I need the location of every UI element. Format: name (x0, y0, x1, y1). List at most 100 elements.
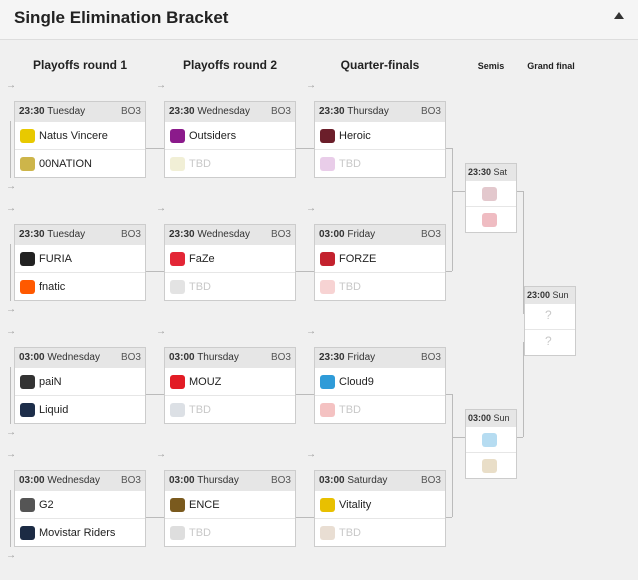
caret-up-icon[interactable] (614, 12, 624, 19)
team-logo-icon (320, 526, 335, 540)
team-logo-icon (320, 498, 335, 512)
tbd-placeholder: ? (545, 308, 552, 322)
match-time: 03:00 (468, 413, 492, 423)
arrow-right-icon: → (156, 203, 166, 214)
column-title-round1: Playoffs round 1 (32, 58, 127, 72)
semi-match-card[interactable]: 03:00 Sun (465, 409, 517, 479)
team-logo-icon (20, 157, 35, 171)
team-logo-icon (170, 403, 185, 417)
team-row[interactable]: Outsiders (165, 121, 295, 149)
team-logo-icon (320, 280, 335, 294)
team-row[interactable]: TBD (315, 518, 445, 546)
column-title-final: Grand final (527, 61, 575, 71)
team-name: 00NATION (39, 158, 92, 170)
team-logo-icon (482, 213, 497, 227)
match-time: 03:00 (19, 352, 45, 363)
team-logo-icon (170, 252, 185, 266)
team-row[interactable]: G2 (15, 490, 145, 518)
team-name: TBD (189, 527, 211, 539)
match-day: Thursday (347, 106, 389, 117)
team-row[interactable]: paiN (15, 367, 145, 395)
connector-line (517, 191, 523, 192)
team-row[interactable]: Liquid (15, 395, 145, 423)
team-name: TBD (339, 158, 361, 170)
team-logo-icon (320, 157, 335, 171)
team-row[interactable]: TBD (315, 395, 445, 423)
team-row[interactable]: fnatic (15, 272, 145, 300)
final-match-card[interactable]: 23:00 Sun?? (524, 286, 576, 356)
match-time: 23:30 (319, 106, 345, 117)
team-logo-icon (170, 526, 185, 540)
team-row[interactable]: Vitality (315, 490, 445, 518)
team-row[interactable]: Movistar Riders (15, 518, 145, 546)
arrow-right-icon: → (306, 203, 316, 214)
team-row[interactable]: Cloud9 (315, 367, 445, 395)
team-slot[interactable] (466, 206, 516, 232)
team-row[interactable]: TBD (165, 395, 295, 423)
team-name: TBD (339, 404, 361, 416)
column-title-round2: Playoffs round 2 (182, 58, 277, 72)
team-row[interactable]: 00NATION (15, 149, 145, 177)
team-slot[interactable] (466, 180, 516, 206)
match-time: 23:30 (169, 229, 195, 240)
team-row[interactable]: MOUZ (165, 367, 295, 395)
team-logo-icon (20, 403, 35, 417)
match-day: Sun (493, 413, 510, 423)
team-slot[interactable]: ? (525, 303, 575, 329)
connector-line (296, 517, 314, 518)
team-row[interactable]: TBD (315, 272, 445, 300)
connector-line (452, 394, 453, 517)
team-slot[interactable] (466, 426, 516, 452)
team-name: Cloud9 (339, 376, 374, 388)
team-row[interactable]: TBD (315, 149, 445, 177)
match-header: 23:30 Thursday BO3 (315, 102, 445, 121)
team-slot[interactable] (466, 452, 516, 478)
team-row[interactable]: TBD (165, 149, 295, 177)
team-name: Vitality (339, 499, 372, 511)
team-row[interactable]: ENCE (165, 490, 295, 518)
connector-line (10, 244, 11, 301)
team-row[interactable]: FORZE (315, 244, 445, 272)
team-row[interactable]: Natus Vincere (15, 121, 145, 149)
team-row[interactable]: FURIA (15, 244, 145, 272)
team-name: paiN (39, 376, 62, 388)
team-logo-icon (170, 157, 185, 171)
team-row[interactable]: TBD (165, 272, 295, 300)
match-time: 03:00 (319, 229, 345, 240)
match-header: 23:30 Sat (466, 164, 516, 180)
team-logo-icon (20, 526, 35, 540)
team-slot[interactable]: ? (525, 329, 575, 355)
connector-line (146, 517, 164, 518)
match-header: 03:00 Sun (466, 410, 516, 426)
arrow-right-icon: → (156, 449, 166, 460)
team-name: Natus Vincere (39, 130, 108, 142)
arrow-right-icon: → (156, 326, 166, 337)
team-row[interactable]: FaZe (165, 244, 295, 272)
match-time: 03:00 (169, 352, 195, 363)
team-row[interactable]: TBD (165, 518, 295, 546)
arrow-right-icon: → (6, 427, 16, 438)
match-time: 03:00 (319, 475, 345, 486)
team-row[interactable]: Heroic (315, 121, 445, 149)
team-logo-icon (320, 403, 335, 417)
semi-match-card[interactable]: 23:30 Sat (465, 163, 517, 233)
team-logo-icon (170, 375, 185, 389)
match-format: BO3 (420, 106, 441, 117)
match-day: Thursday (197, 352, 239, 363)
connector-line (446, 517, 452, 518)
